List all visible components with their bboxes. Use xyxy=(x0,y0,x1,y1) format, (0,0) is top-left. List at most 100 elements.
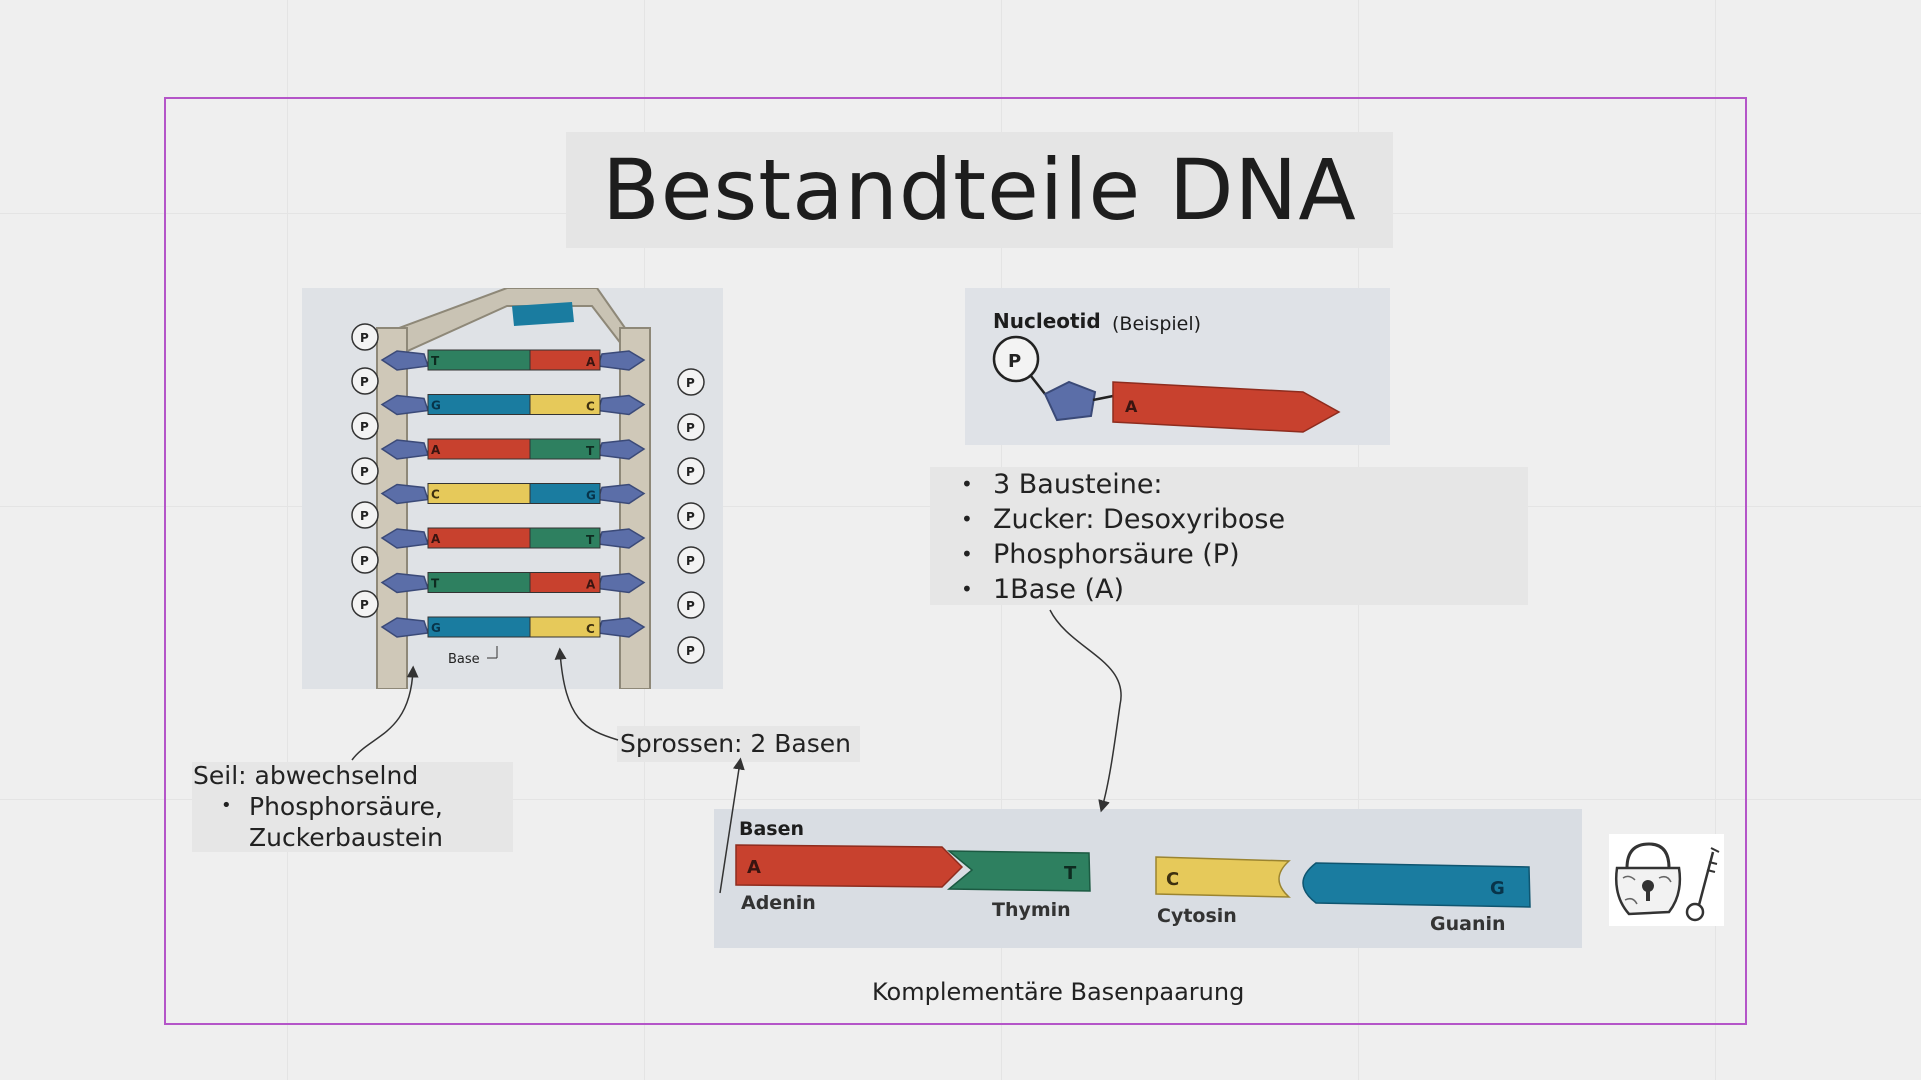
ladder-sugar xyxy=(380,483,429,505)
ladder-base-right xyxy=(529,527,601,549)
ladder-base-right xyxy=(529,572,601,593)
ladder-phosphate xyxy=(677,546,705,574)
ladder-sugar xyxy=(380,528,429,549)
nucleotide-base-letter: A xyxy=(1125,397,1138,416)
adenin-name: Adenin xyxy=(741,892,816,914)
building-block-item: 1Base (A) xyxy=(961,572,1285,607)
sprossen-label: Sprossen: 2 Basen xyxy=(620,729,851,758)
ladder-base-letter: C xyxy=(431,488,440,502)
ladder-base-letter: G xyxy=(586,489,596,503)
ladder-base-label: Base xyxy=(448,652,480,667)
dna-ladder-diagram: T A G C A T C G A T T A G C P P P P P P P P P P P P P P Base xyxy=(302,288,723,689)
adenin-shape xyxy=(735,844,964,888)
ladder-phosphate xyxy=(351,367,379,395)
ladder-base-right xyxy=(529,616,601,638)
dna-ladder-image: T A G C A T C G A T T A G C P P P P P P P P P P P P P P Base xyxy=(302,288,723,689)
ladder-phosphate-label: P xyxy=(686,510,695,524)
ladder-base-letter: T xyxy=(431,354,440,368)
ladder-phosphate xyxy=(677,413,705,441)
ladder-base-letter: A xyxy=(431,532,441,546)
ladder-base-left xyxy=(427,349,535,371)
slide-frame xyxy=(164,97,1747,1025)
ladder-phosphate-label: P xyxy=(686,599,695,613)
page-title: Bestandteile DNA xyxy=(602,141,1357,239)
thymin-shape xyxy=(946,850,1091,892)
nucleotide-heading-note: (Beispiel) xyxy=(1112,313,1201,335)
ladder-sugar xyxy=(380,572,429,594)
ladder-base-letter: C xyxy=(586,400,595,414)
ladder-base-letter: A xyxy=(431,443,441,457)
guanin-shape xyxy=(1302,862,1531,908)
ladder-phosphate-label: P xyxy=(360,465,369,479)
thymin-name: Thymin xyxy=(992,899,1071,921)
ladder-phosphate-label: P xyxy=(686,554,695,568)
ladder-base-left xyxy=(427,527,535,549)
cytosin-letter: C xyxy=(1166,869,1179,890)
building-block-item: Phosphorsäure (P) xyxy=(961,537,1285,572)
seil-item: Zuckerbaustein xyxy=(249,823,443,852)
sugar-pentagon xyxy=(1043,380,1097,422)
adenin-letter: A xyxy=(747,857,761,878)
ladder-base-letter: A xyxy=(586,355,596,369)
ladder-phosphate xyxy=(677,368,705,396)
seil-panel xyxy=(192,762,513,852)
guanin-name: Guanin xyxy=(1430,913,1506,935)
cytosin-shape xyxy=(1155,856,1292,898)
ladder-phosphate xyxy=(677,636,705,664)
ladder-phosphate-label: P xyxy=(686,465,695,479)
ladder-base-left xyxy=(427,438,535,460)
nucleotide-phosphate xyxy=(992,335,1040,383)
ladder-base-letter: A xyxy=(586,578,596,592)
ladder-base-letter: G xyxy=(431,399,441,413)
ladder-base-letter: T xyxy=(586,444,595,458)
ladder-phosphate-label: P xyxy=(360,598,369,612)
ladder-base-letter: T xyxy=(586,533,595,547)
nucleotide-base xyxy=(1112,381,1341,433)
building-block-item: Zucker: Desoxyribose xyxy=(961,502,1285,537)
ladder-base-right xyxy=(529,349,601,371)
cytosin-name: Cytosin xyxy=(1157,905,1237,927)
ladder-phosphate xyxy=(351,501,379,529)
ladder-base-left xyxy=(427,572,535,593)
ladder-phosphate xyxy=(677,502,705,530)
ladder-base-letter: G xyxy=(431,621,441,635)
ladder-phosphate-label: P xyxy=(360,554,369,568)
building-blocks-list: 3 Bausteine: Zucker: Desoxyribose Phosph… xyxy=(961,467,1285,607)
ladder-base-left xyxy=(427,394,535,415)
ladder-phosphate-label: P xyxy=(360,509,369,523)
nucleotide-image: Nucleotid (Beispiel) P A xyxy=(965,288,1390,445)
bases-image: Basen A Adenin T Thymin C Cytosin G Guan… xyxy=(714,809,1582,948)
ladder-base-right xyxy=(529,394,601,415)
title-background xyxy=(566,132,1393,248)
ladder-phosphate-label: P xyxy=(360,420,369,434)
seil-item: Phosphorsäure, xyxy=(249,792,443,821)
ladder-phosphate xyxy=(351,412,379,440)
ladder-base-right xyxy=(529,438,601,460)
ladder-phosphate xyxy=(351,323,379,351)
ladder-phosphate-label: P xyxy=(686,376,695,390)
ladder-phosphate xyxy=(677,591,705,619)
ladder-phosphate-label: P xyxy=(360,375,369,389)
ladder-phosphate xyxy=(351,590,379,618)
thymin-letter: T xyxy=(1064,863,1077,884)
ladder-phosphate xyxy=(351,457,379,485)
ladder-base-left xyxy=(427,616,535,638)
bases-heading: Basen xyxy=(739,818,804,840)
ladder-base-letter: T xyxy=(431,577,440,591)
seil-bullet: • xyxy=(221,795,232,816)
bases-diagram: Basen A Adenin T Thymin C Cytosin G Guan… xyxy=(714,809,1582,948)
guanin-letter: G xyxy=(1490,878,1505,899)
nucleotide-diagram: Nucleotid (Beispiel) P A xyxy=(965,288,1390,445)
building-block-item: 3 Bausteine: xyxy=(961,467,1285,502)
nucleotide-phosphate-label: P xyxy=(1008,351,1021,372)
ladder-phosphate-label: P xyxy=(686,421,695,435)
ladder-phosphate-label: P xyxy=(686,644,695,658)
seil-heading: Seil: abwechselnd xyxy=(193,761,419,790)
sprossen-panel xyxy=(617,726,860,762)
ladder-sugar xyxy=(380,617,429,638)
ladder-base-letter: C xyxy=(586,622,595,636)
ladder-phosphate-label: P xyxy=(360,331,369,345)
ladder-sugar xyxy=(380,394,429,416)
padlock-key-icon xyxy=(1609,834,1724,926)
ladder-sugar xyxy=(380,350,429,371)
